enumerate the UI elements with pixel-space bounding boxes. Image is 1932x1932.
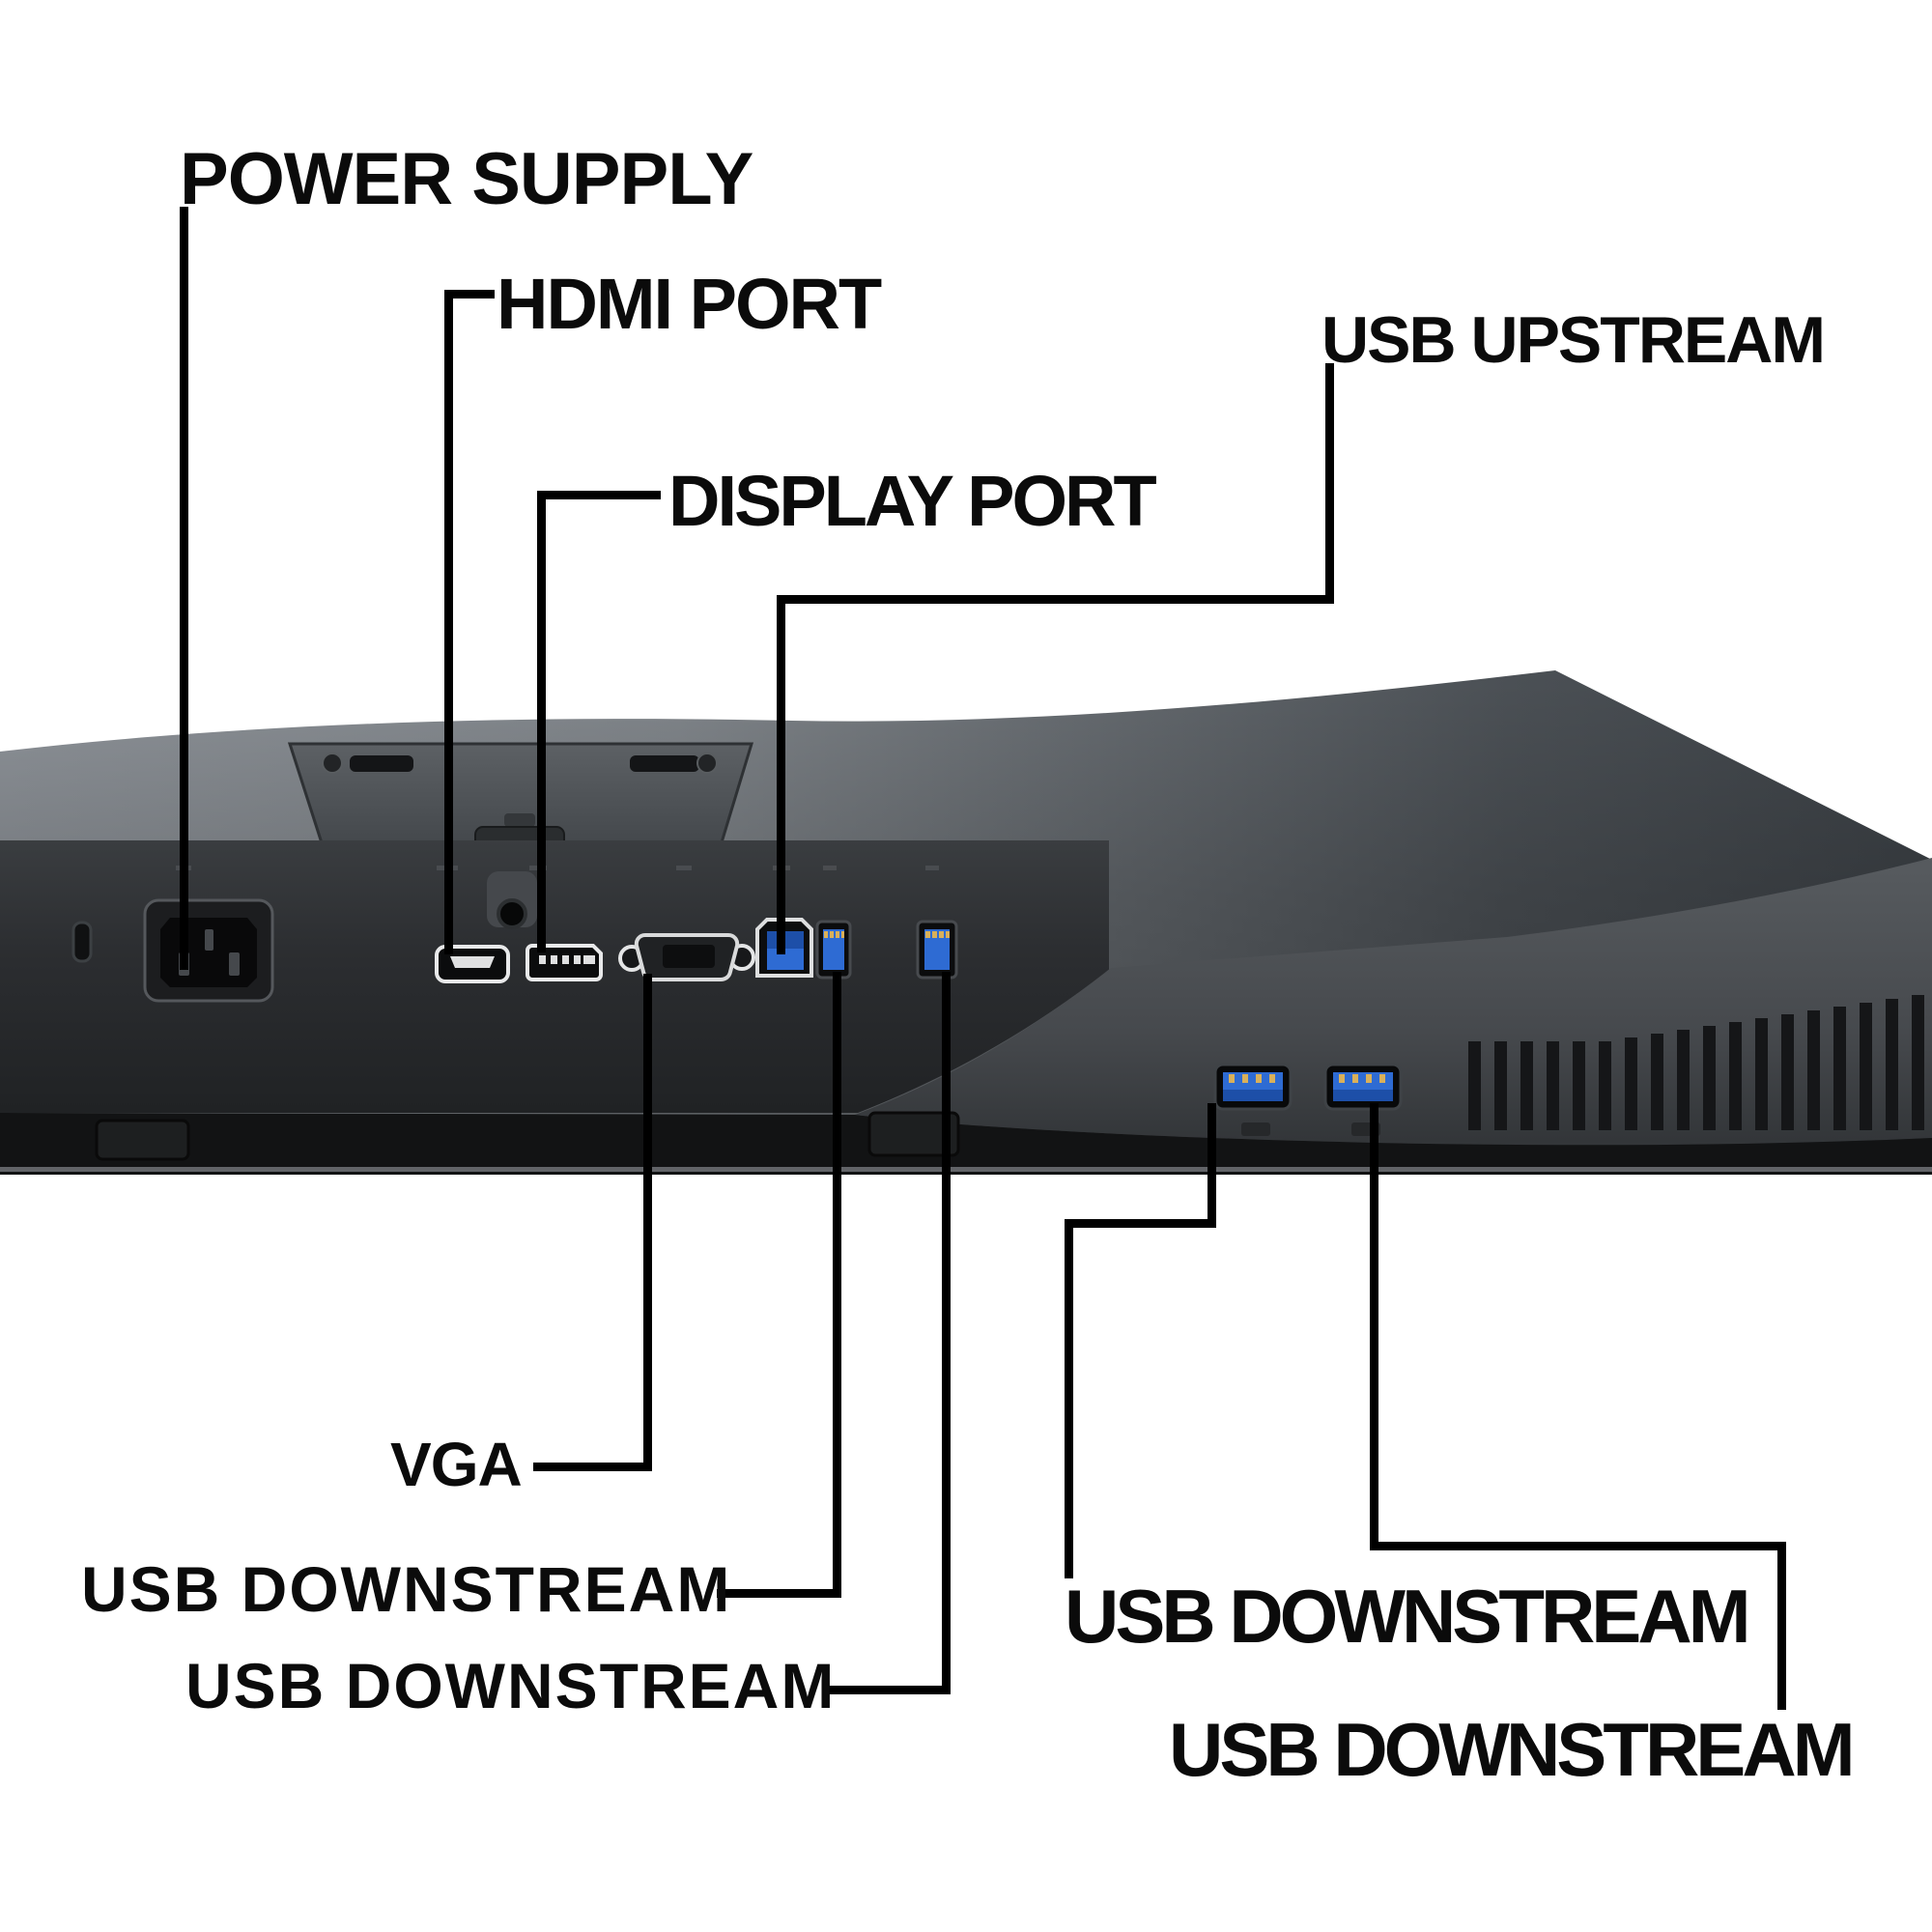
usb-downstream-label-left-1: USB DOWNSTREAM xyxy=(81,1553,732,1625)
usb-downstream-label-left-2: USB DOWNSTREAM xyxy=(185,1650,837,1721)
usb-upstream-callout-line-h xyxy=(777,595,1334,604)
bottom-latch-center xyxy=(867,1111,960,1157)
display-port-label: DISPLAY PORT xyxy=(668,461,1157,541)
hdmi-port xyxy=(435,945,510,983)
hdmi-port-label: HDMI PORT xyxy=(497,264,882,344)
vga-callout-line-h xyxy=(533,1463,652,1471)
usb-upstream-label: USB UPSTREAM xyxy=(1321,303,1826,377)
vga-port xyxy=(618,933,755,981)
usb-b-upstream-port xyxy=(755,918,813,978)
usb-downstream-left1-callout-line-h xyxy=(717,1589,841,1598)
usb-a-downstream-port-2 xyxy=(916,920,958,980)
power-inlet xyxy=(143,898,274,1003)
usb-downstream-right2-callout-line-v2 xyxy=(1777,1542,1786,1710)
usb-downstream-right2-callout-line-v1 xyxy=(1370,1103,1378,1550)
hdmi-callout-line-h xyxy=(444,290,495,298)
power-supply-label: POWER SUPPLY xyxy=(180,138,753,220)
usb-upstream-callout-line-v1 xyxy=(1325,363,1334,601)
vga-callout-line-v xyxy=(643,974,652,1470)
usb-downstream-right1-callout-line-v1 xyxy=(1208,1103,1216,1228)
usb-downstream-label-right-2: USB DOWNSTREAM xyxy=(1169,1707,1856,1792)
vesa-mount-plate xyxy=(287,742,754,854)
power-supply-callout-line xyxy=(180,207,188,970)
usb-downstream-label-right-1: USB DOWNSTREAM xyxy=(1065,1574,1751,1659)
bottom-edge-highlight xyxy=(0,1167,1932,1172)
audio-line-out-jack xyxy=(487,871,537,929)
usb-a-downstream-port-1 xyxy=(815,920,852,980)
bottom-edge-strip xyxy=(0,1113,1932,1175)
bottom-latch-left xyxy=(95,1119,190,1161)
usb-upstream-callout-line-v2 xyxy=(777,595,785,954)
vent-grille xyxy=(1468,995,1924,1130)
usb-downstream-left2-callout-line-h xyxy=(827,1686,951,1694)
usb-downstream-left1-callout-line-v xyxy=(833,972,841,1598)
displayport-callout-line-h xyxy=(537,491,661,499)
usb-downstream-left2-callout-line-v xyxy=(942,972,951,1694)
usb-a-downstream-port-3 xyxy=(1213,1063,1293,1136)
kensington-lock-slot xyxy=(71,921,93,963)
usb-downstream-right2-callout-line-h xyxy=(1370,1542,1786,1550)
usb-downstream-right1-callout-line-h xyxy=(1065,1219,1216,1228)
usb-downstream-right1-callout-line-v2 xyxy=(1065,1219,1073,1578)
vga-label: VGA xyxy=(390,1430,523,1499)
displayport-port xyxy=(526,944,603,981)
hdmi-callout-line-v xyxy=(444,290,453,954)
displayport-callout-line-v xyxy=(537,491,546,952)
